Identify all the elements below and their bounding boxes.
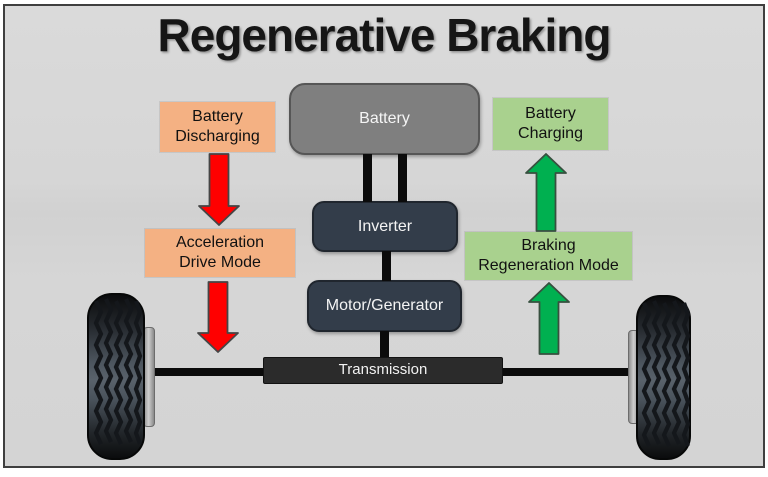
inverter-node: Inverter [312,201,458,252]
inverter-motor-wire [382,251,391,281]
page-title: Regenerative Braking [157,9,612,61]
battery-label: Battery [359,110,410,127]
inverter-label: Inverter [357,217,413,235]
braking-regeneration-mode-box: Braking Regeneration Mode [465,232,632,280]
left-tire-icon [87,293,145,465]
battery-inverter-wire-right [398,154,407,202]
axle-right [502,368,630,376]
motor-transmission-wire [380,331,389,358]
battery-inverter-wire-left [363,154,372,202]
axle-left [152,368,264,376]
red-arrow-down-icon [196,281,240,359]
motor-generator-label: Motor/Generator [325,297,444,314]
right-tire-icon [636,295,691,465]
battery-node: Battery [289,83,480,155]
battery-discharging-box: Battery Discharging [160,102,275,152]
acceleration-drive-mode-label: Acceleration Drive Mode [175,234,265,271]
battery-charging-box: Battery Charging [493,98,608,150]
green-arrow-up-icon [527,282,571,360]
battery-discharging-label: Battery Discharging [175,108,260,145]
motor-generator-node: Motor/Generator [307,280,462,332]
acceleration-drive-mode-box: Acceleration Drive Mode [145,229,295,277]
battery-charging-label: Battery Charging [518,105,583,142]
red-arrow-down-icon [197,153,241,232]
green-arrow-up-icon [524,153,568,237]
transmission-node: Transmission [263,357,503,384]
braking-regeneration-mode-label: Braking Regeneration Mode [478,237,619,274]
transmission-label: Transmission [338,361,428,379]
